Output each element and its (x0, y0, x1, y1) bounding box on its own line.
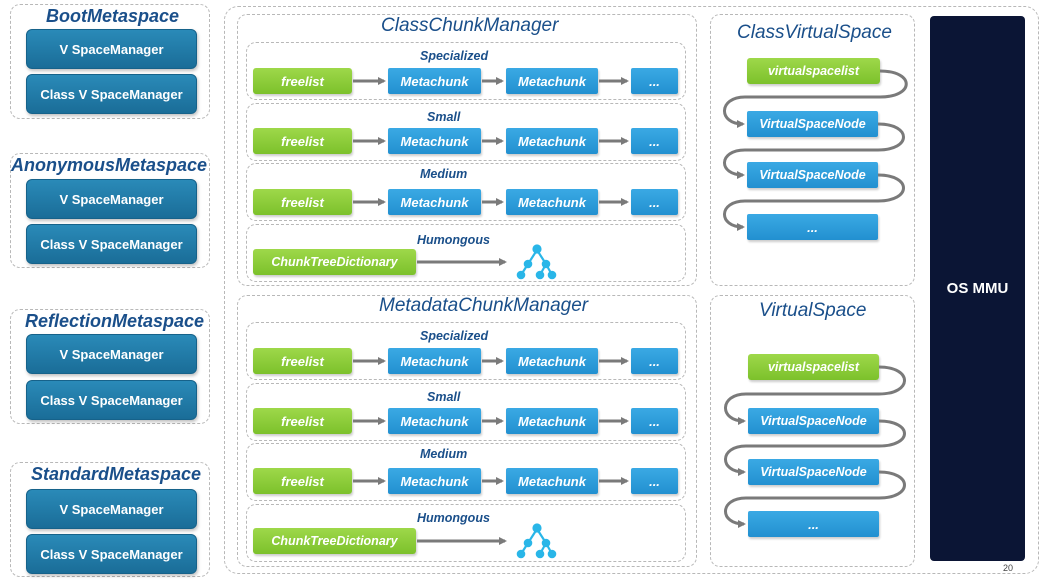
metaspace-reflection-group (10, 309, 210, 424)
metaspace-title: StandardMetaspace (31, 464, 202, 484)
more-box: ... (631, 408, 678, 434)
row-label: Humongous (417, 511, 490, 525)
metadata-chunk-manager (237, 295, 697, 567)
row-label: Small (427, 390, 461, 404)
virtual-space (710, 295, 915, 567)
chunk-row-small (246, 103, 686, 161)
freelist-box: freelist (253, 189, 352, 215)
row-label: Small (427, 110, 461, 124)
more-box: ... (631, 468, 678, 494)
row-label: Specialized (420, 329, 489, 343)
class-vspacemanager-box: Class V SpaceManager (26, 74, 197, 114)
os-mmu-block: OS MMU (930, 16, 1025, 561)
freelist-box: freelist (253, 408, 352, 434)
virtualspacenode-box: VirtualSpaceNode (748, 408, 879, 434)
virtual-space-title: ClassVirtualSpace (737, 22, 892, 43)
vspacemanager-box: V SpaceManager (26, 489, 197, 529)
metachunk-box: Metachunk (388, 68, 481, 94)
chunk-row-specialized (246, 322, 686, 380)
metachunk-box: Metachunk (506, 468, 598, 494)
virtualspacelist-box: virtualspacelist (748, 354, 879, 380)
metaspace-standard-group (10, 462, 210, 577)
virtualspacenode-box: VirtualSpaceNode (747, 111, 878, 137)
metaspace-anonymous-group (10, 153, 210, 268)
more-box: ... (747, 214, 878, 240)
metachunk-box: Metachunk (506, 348, 598, 374)
metachunk-box: Metachunk (506, 128, 598, 154)
freelist-box: freelist (253, 348, 352, 374)
metachunk-box: Metachunk (388, 408, 481, 434)
metachunk-box: Metachunk (506, 68, 598, 94)
class-vspacemanager-box: Class V SpaceManager (26, 380, 197, 420)
metaspace-title: AnonymousMetaspace (11, 155, 208, 175)
chunk-row-small (246, 383, 686, 441)
class-vspacemanager-box: Class V SpaceManager (26, 534, 197, 574)
metaspace-title: BootMetaspace (46, 6, 180, 26)
chunk-row-specialized (246, 42, 686, 100)
metachunk-box: Metachunk (388, 468, 481, 494)
more-box: ... (748, 511, 879, 537)
chunk-tree-dictionary-box: ChunkTreeDictionary (253, 249, 416, 275)
vspacemanager-box: V SpaceManager (26, 179, 197, 219)
vspacemanager-box: V SpaceManager (26, 29, 197, 69)
metachunk-box: Metachunk (388, 348, 481, 374)
more-box: ... (631, 348, 678, 374)
metachunk-box: Metachunk (388, 128, 481, 154)
metachunk-box: Metachunk (388, 189, 481, 215)
class-chunk-manager (237, 14, 697, 286)
chunk-row-medium (246, 443, 686, 501)
chunk-row-humongous (246, 504, 686, 562)
row-label: Humongous (417, 233, 490, 247)
metaspace-container (224, 6, 1039, 574)
class-virtual-space (710, 14, 915, 286)
metaspace-title: ReflectionMetaspace (25, 311, 205, 331)
freelist-box: freelist (253, 468, 352, 494)
virtualspacenode-box: VirtualSpaceNode (747, 162, 878, 188)
chunk-row-humongous (246, 224, 686, 282)
row-label: Specialized (420, 49, 489, 63)
more-box: ... (631, 68, 678, 94)
more-box: ... (631, 128, 678, 154)
chunk-manager-title: MetadataChunkManager (379, 295, 589, 316)
freelist-box: freelist (253, 128, 352, 154)
metachunk-box: Metachunk (506, 189, 598, 215)
chunk-tree-dictionary-box: ChunkTreeDictionary (253, 528, 416, 554)
class-vspacemanager-box: Class V SpaceManager (26, 224, 197, 264)
chunk-manager-title: ClassChunkManager (381, 15, 559, 36)
row-label: Medium (420, 167, 468, 181)
virtualspacenode-box: VirtualSpaceNode (748, 459, 879, 485)
more-box: ... (631, 189, 678, 215)
virtual-space-title: VirtualSpace (759, 300, 867, 321)
freelist-box: freelist (253, 68, 352, 94)
page-number: 20 (1003, 563, 1014, 573)
virtualspacelist-box: virtualspacelist (747, 58, 880, 84)
row-label: Medium (420, 447, 468, 461)
chunk-row-medium (246, 163, 686, 221)
vspacemanager-box: V SpaceManager (26, 334, 197, 374)
metaspace-boot-group (10, 4, 210, 119)
metachunk-box: Metachunk (506, 408, 598, 434)
